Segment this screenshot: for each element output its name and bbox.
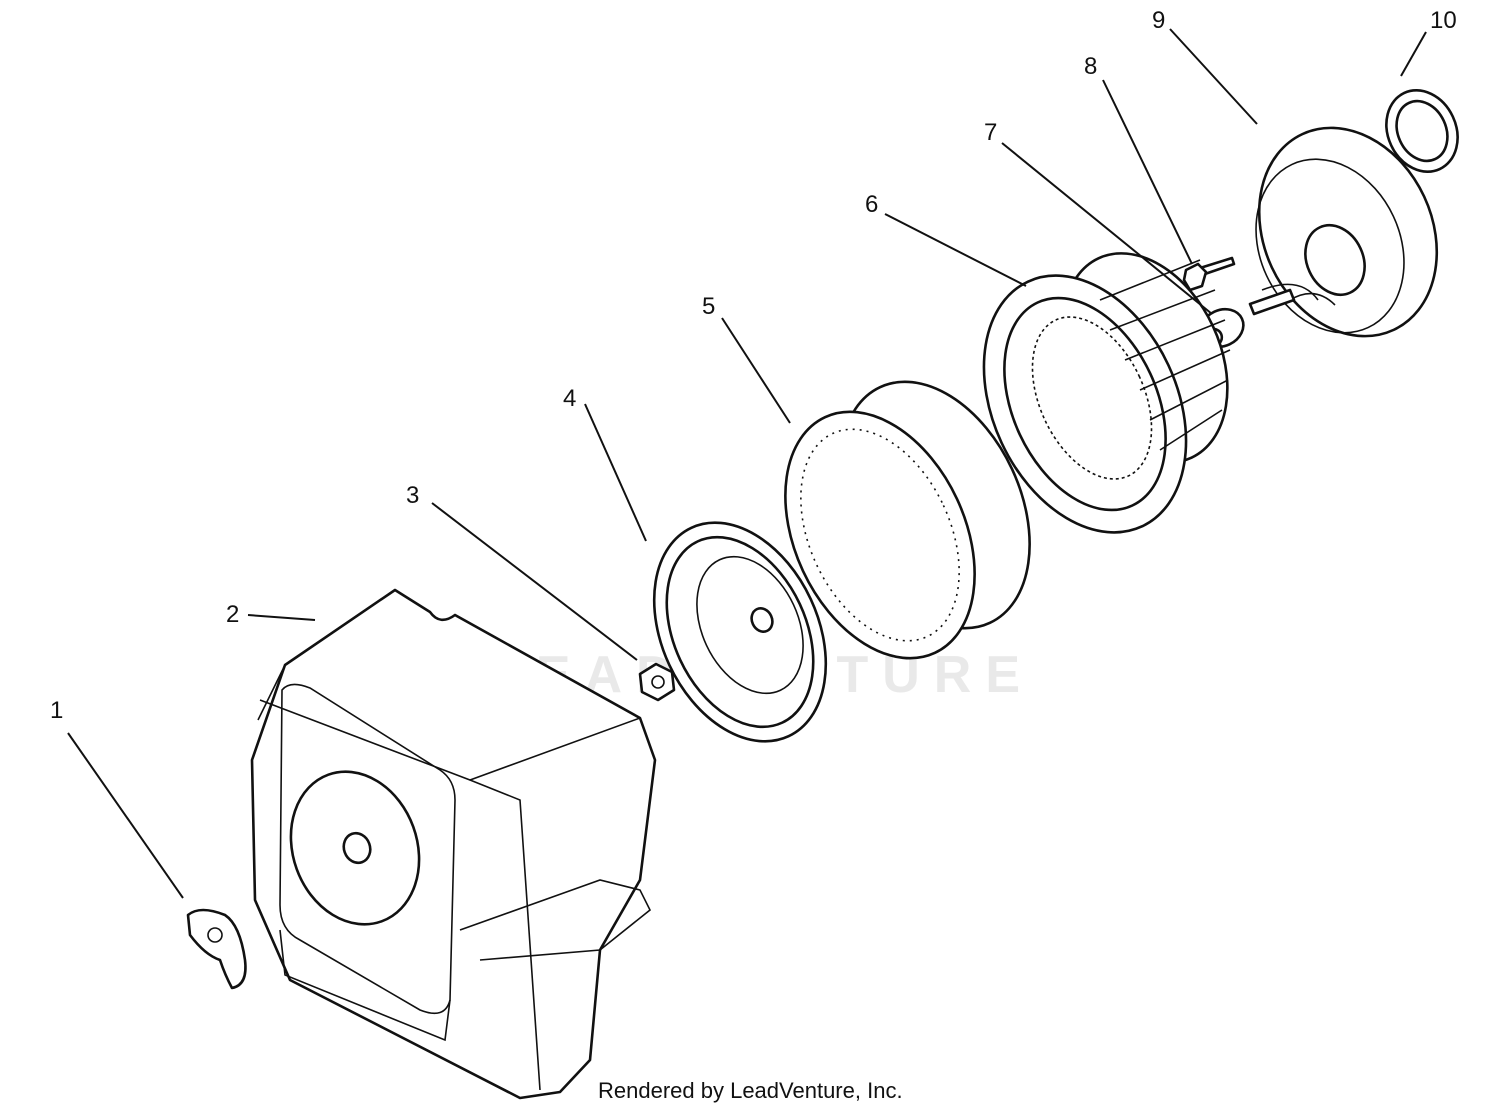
credit-text: Rendered by LeadVenture, Inc. — [598, 1078, 903, 1103]
part-10-gasket[interactable] — [1373, 79, 1470, 184]
leader-7 — [1001, 142, 1213, 315]
leader-3 — [431, 502, 638, 661]
leader-8 — [1102, 79, 1193, 265]
leader-1 — [67, 732, 184, 899]
part-2-cover[interactable] — [250, 588, 657, 1100]
leader-9 — [1169, 28, 1258, 125]
leader-6 — [884, 213, 1027, 287]
part-1-wing-nut[interactable] — [186, 908, 247, 990]
callout-8: 8 — [1084, 53, 1097, 80]
callout-6: 6 — [865, 191, 878, 218]
leader-10 — [1400, 31, 1427, 77]
callout-10: 10 — [1430, 7, 1457, 34]
part-6-filter-element[interactable] — [945, 227, 1260, 566]
callout-2: 2 — [226, 601, 239, 628]
leader-2 — [247, 614, 316, 621]
part-8-screw[interactable] — [1182, 256, 1236, 292]
callout-9: 9 — [1152, 7, 1165, 34]
part-5-precleaner[interactable] — [748, 351, 1067, 688]
part-4-filter-cover[interactable] — [621, 495, 860, 769]
callout-4: 4 — [563, 385, 576, 412]
leader-5 — [721, 317, 791, 424]
callout-1: 1 — [50, 697, 63, 724]
callout-3: 3 — [406, 482, 419, 509]
callout-7: 7 — [984, 119, 997, 146]
part-9-base-plate[interactable] — [1226, 99, 1470, 366]
leader-4 — [584, 403, 647, 542]
callout-5: 5 — [702, 293, 715, 320]
part-3-nut[interactable] — [638, 662, 676, 702]
